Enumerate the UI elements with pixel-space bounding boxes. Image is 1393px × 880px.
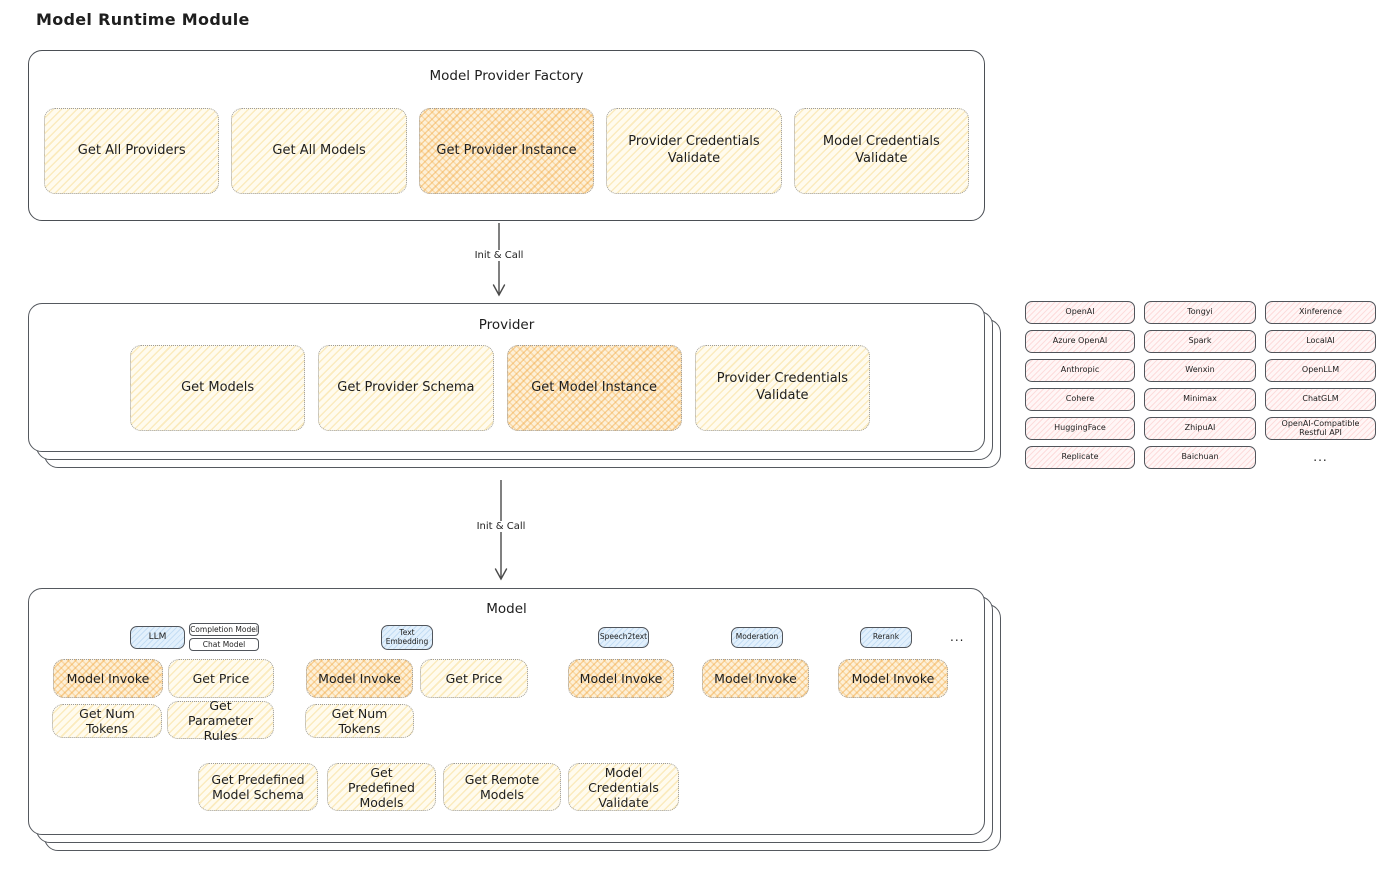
feature-get-predefined-models: Get Predefined Models <box>327 763 436 811</box>
vendor-huggingface: HuggingFace <box>1025 417 1135 440</box>
factory-box: Model Provider Factory Get All Providers… <box>28 50 985 221</box>
tag-text-embedding: Text Embedding <box>381 625 433 650</box>
factory-title: Model Provider Factory <box>429 68 584 84</box>
vendor-xinference: Xinference <box>1265 301 1376 324</box>
feature-embedding-get-num-tokens: Get Num Tokens <box>305 704 414 738</box>
feature-get-remote-models: Get Remote Models <box>443 763 561 811</box>
subtag-chat-model: Chat Model <box>189 638 259 651</box>
tag-rerank: Rerank <box>860 627 912 648</box>
vendor-more-ellipsis: ... <box>1313 450 1328 465</box>
vendor-chatglm: ChatGLM <box>1265 388 1376 411</box>
tag-moderation: Moderation <box>731 627 783 648</box>
vendor-spark: Spark <box>1144 330 1256 353</box>
vendor-baichuan: Baichuan <box>1144 446 1256 469</box>
provider-items-row: Get Models Get Provider Schema Get Model… <box>130 345 870 431</box>
feature-get-all-providers: Get All Providers <box>44 108 220 194</box>
feature-speech2text-model-invoke: Model Invoke <box>568 659 674 698</box>
feature-get-provider-schema: Get Provider Schema <box>318 345 494 431</box>
vendor-cohere: Cohere <box>1025 388 1135 411</box>
model-more-ellipsis: ... <box>950 630 965 644</box>
feature-get-all-models: Get All Models <box>231 108 407 194</box>
feature-embedding-model-invoke: Model Invoke <box>306 659 413 698</box>
feature-llm-get-num-tokens: Get Num Tokens <box>52 704 162 738</box>
model-box: Model LLM Completion Model Chat Model Mo… <box>28 588 1001 851</box>
feature-moderation-model-invoke: Model Invoke <box>702 659 809 698</box>
vendor-openai: OpenAI <box>1025 301 1135 324</box>
page-title: Model Runtime Module <box>36 10 250 29</box>
feature-model-credentials-validate-2: Model Credentials Validate <box>568 763 679 811</box>
arrow1-label: Init & Call <box>470 250 528 261</box>
feature-get-model-instance: Get Model Instance <box>506 345 682 431</box>
feature-llm-get-price: Get Price <box>168 659 274 698</box>
provider-title: Provider <box>478 317 535 333</box>
arrow2-label: Init & Call <box>472 521 530 532</box>
vendor-openai-compatible-restful-api: OpenAI-Compatible Restful API <box>1265 417 1376 440</box>
tag-speech2text: Speech2text <box>598 627 649 648</box>
vendor-localai: LocalAI <box>1265 330 1376 353</box>
vendor-azure-openai: Azure OpenAI <box>1025 330 1135 353</box>
vendor-replicate: Replicate <box>1025 446 1135 469</box>
feature-provider-credentials-validate: Provider Credentials Validate <box>606 108 782 194</box>
vendor-openllm: OpenLLM <box>1265 359 1376 382</box>
vendor-wenxin: Wenxin <box>1144 359 1256 382</box>
feature-get-provider-instance: Get Provider Instance <box>418 108 595 194</box>
feature-model-credentials-validate: Model Credentials Validate <box>793 108 970 194</box>
vendor-tongyi: Tongyi <box>1144 301 1256 324</box>
model-title: Model <box>486 601 527 617</box>
provider-vendor-grid: OpenAI Tongyi Xinference Azure OpenAI Sp… <box>1025 301 1376 469</box>
feature-get-predefined-model-schema: Get Predefined Model Schema <box>198 763 318 811</box>
provider-box: Provider Get Models Get Provider Schema … <box>28 303 1001 468</box>
vendor-minimax: Minimax <box>1144 388 1256 411</box>
feature-embedding-get-price: Get Price <box>420 659 528 698</box>
feature-llm-model-invoke: Model Invoke <box>53 659 163 698</box>
vendor-anthropic: Anthropic <box>1025 359 1135 382</box>
feature-get-models: Get Models <box>130 345 306 431</box>
tag-llm: LLM <box>130 626 185 649</box>
feature-llm-get-parameter-rules: Get Parameter Rules <box>167 698 274 743</box>
factory-items-row: Get All Providers Get All Models Get Pro… <box>44 108 970 194</box>
subtag-completion-model: Completion Model <box>189 623 259 636</box>
vendor-zhipuai: ZhipuAI <box>1144 417 1256 440</box>
feature-rerank-model-invoke: Model Invoke <box>838 659 948 698</box>
feature-provider-credentials-validate-2: Provider Credentials Validate <box>694 345 870 431</box>
